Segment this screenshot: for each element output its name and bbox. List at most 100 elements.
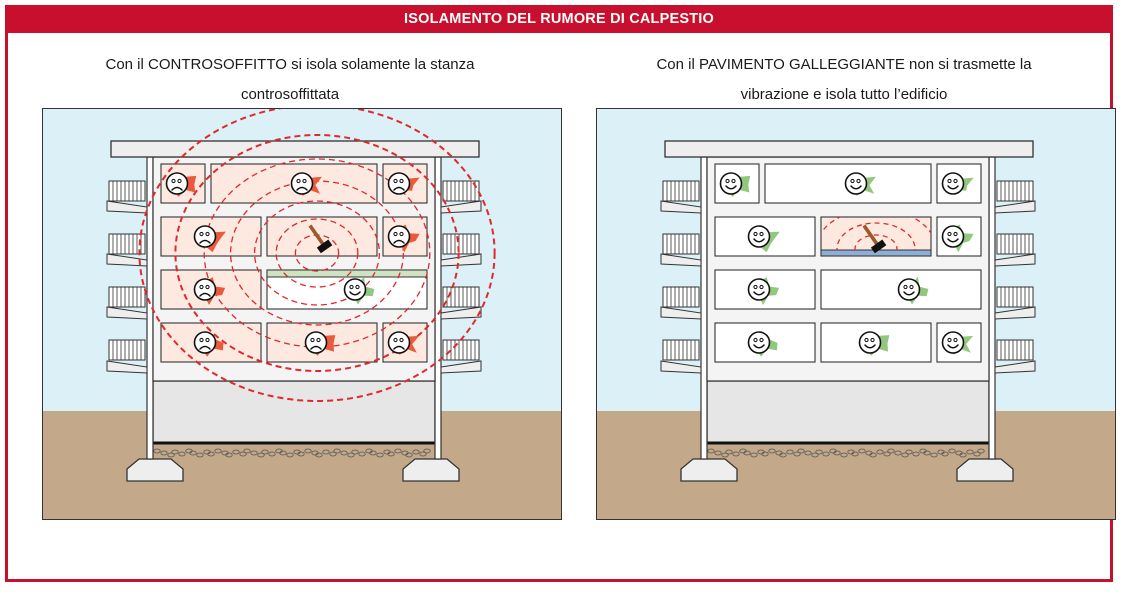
face-mouth	[296, 186, 308, 191]
sad-face-icon	[387, 224, 420, 253]
gravel-stone	[977, 448, 985, 454]
railing-frame	[996, 339, 1034, 361]
roof-slab	[110, 140, 480, 158]
face-outline	[844, 172, 868, 195]
railing-left	[108, 286, 146, 308]
gravel-stone	[851, 451, 859, 457]
railing-left	[108, 233, 146, 255]
railing-right	[442, 180, 480, 202]
face-eye-left	[753, 284, 758, 290]
face-mouth	[393, 239, 405, 244]
face-outline	[941, 172, 965, 195]
gravel-stone	[833, 450, 841, 456]
balcony-slab-right	[440, 253, 482, 267]
face-eye-right	[355, 284, 360, 290]
sound-wave	[836, 222, 916, 250]
gravel-stone	[243, 448, 251, 454]
balcony-slab-right	[440, 360, 482, 374]
face-outline	[387, 172, 411, 195]
sad-face-icon	[290, 172, 322, 196]
gravel-stone	[811, 452, 819, 458]
face-eye-left	[199, 337, 204, 343]
gravel-stone	[239, 451, 247, 457]
railing-left	[662, 339, 700, 361]
face-eye-left	[753, 231, 758, 237]
sad-face-icon	[304, 331, 336, 356]
happy-face-icon	[844, 172, 876, 196]
face-outline	[304, 331, 328, 354]
face-mouth	[310, 345, 322, 350]
sad-face-icon	[193, 331, 224, 357]
suspended-ceiling-layer	[266, 269, 428, 278]
railing-right	[996, 233, 1034, 255]
face-eye-left	[393, 178, 398, 184]
face-outline	[858, 331, 882, 354]
face-mouth	[947, 238, 959, 243]
face-mouth	[393, 345, 405, 350]
face-eye-right	[759, 337, 764, 343]
face-mouth	[753, 291, 765, 296]
face-mouth	[903, 291, 915, 296]
face-eye-left	[725, 178, 730, 184]
gravel-stone	[340, 450, 348, 456]
hammer-icon	[308, 224, 333, 254]
gravel-stone	[858, 448, 866, 454]
sad-face-icon	[387, 172, 420, 195]
gravel-stone	[779, 452, 787, 458]
gravel-stone	[369, 450, 377, 456]
face-eye-right	[205, 231, 210, 237]
faces	[165, 172, 420, 357]
sound-wave-icon	[821, 217, 931, 250]
face-mouth	[850, 185, 862, 190]
railing-frame	[108, 233, 146, 255]
face-eye-left	[903, 284, 908, 290]
railing-left	[662, 286, 700, 308]
column-right	[434, 156, 442, 460]
gravel-stone	[876, 449, 884, 455]
room	[820, 322, 932, 363]
railing-right	[442, 339, 480, 361]
gravel-stone	[423, 448, 431, 454]
gravel-stone	[322, 449, 330, 455]
happy-face-icon	[719, 172, 751, 197]
sound-wave	[275, 218, 359, 288]
face-eye-left	[199, 284, 204, 290]
face-eye-left	[393, 337, 398, 343]
railing-right	[996, 339, 1034, 361]
gravel-stone	[351, 449, 359, 455]
gravel-stone	[725, 449, 733, 455]
face-outline	[719, 172, 743, 195]
gravel-stone	[966, 449, 974, 455]
balcony-slab-left	[106, 253, 148, 267]
column-right	[988, 156, 996, 460]
face-mouth	[171, 186, 183, 191]
face-mouth	[725, 185, 737, 190]
railing-left	[662, 233, 700, 255]
balcony-slab-right	[994, 253, 1036, 267]
hammer-handle	[862, 224, 880, 247]
hammer-head	[870, 239, 887, 254]
happy-face-icon	[941, 331, 974, 355]
happy-face-icon	[897, 276, 929, 305]
faces	[719, 172, 974, 357]
building	[597, 140, 1115, 519]
railing-frame	[996, 233, 1034, 255]
left-caption-line2: controsoffittata	[240, 86, 340, 103]
gravel-stone	[304, 448, 312, 454]
hammer-head	[316, 239, 333, 254]
header-title: ISOLAMENTO DEL RUMORE DI CALPESTIO	[5, 5, 1113, 33]
happy-face-icon	[858, 331, 890, 356]
face-outline	[387, 225, 411, 248]
face-outline	[387, 331, 411, 354]
face-outline	[747, 331, 771, 354]
railing-right	[442, 286, 480, 308]
gravel-stone	[196, 452, 204, 458]
face-outline	[193, 331, 217, 354]
railing-right	[996, 286, 1034, 308]
footing-left	[126, 458, 184, 482]
face-mouth	[947, 185, 959, 190]
railing-frame	[662, 286, 700, 308]
gravel-layer	[153, 448, 431, 458]
face-outline	[897, 278, 921, 301]
hammer-icon	[862, 224, 887, 254]
